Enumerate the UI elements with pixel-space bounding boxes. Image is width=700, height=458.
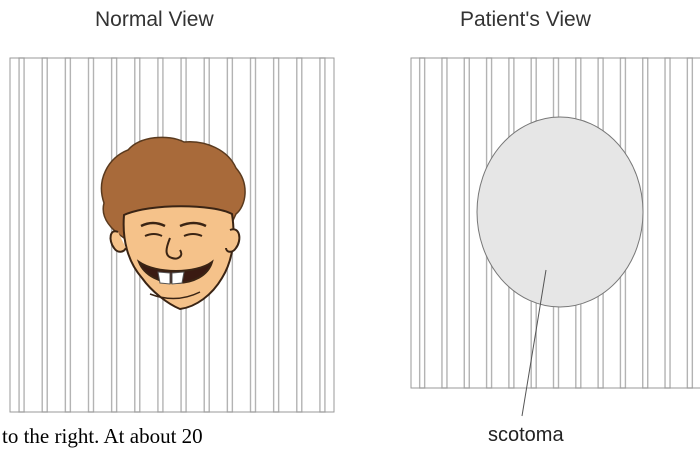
grating-bar <box>464 58 469 388</box>
grating-bar <box>687 58 692 388</box>
caption-text: to the right. At about 20 <box>2 424 203 449</box>
grating-bar <box>420 58 425 388</box>
grating-bar <box>665 58 670 388</box>
scotoma-region <box>477 117 643 307</box>
grating-bar <box>442 58 447 388</box>
scotoma-label: scotoma <box>488 424 564 447</box>
grating-bar <box>643 58 648 388</box>
